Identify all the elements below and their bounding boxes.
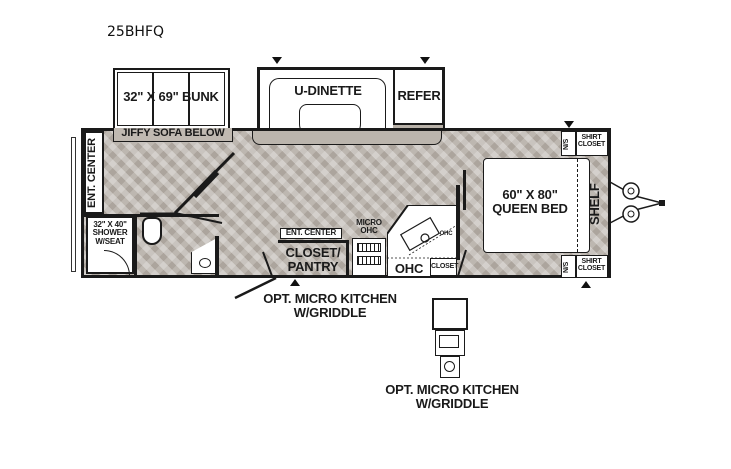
refer-label: REFER [397,88,441,103]
shirt-closet-bottom: SHIRT CLOSET [576,255,608,278]
opt-micro-kitchen-drawing [432,298,468,380]
bunk-cushion [153,72,189,126]
griddle-plate [439,335,459,348]
micro-kitchen-burner [440,356,460,378]
ent-center-kitchen-label: ENT. CENTER [285,228,337,237]
refer: REFER [393,70,443,125]
ent-center-left-label: ENT. CENTER [86,138,98,208]
micro-ohc-label-line2: OHC [360,226,378,236]
dinette-slideout: U-DINETTE REFER [257,67,445,142]
queen-bed: 60" X 80" QUEEN BED [483,158,590,253]
door-marker-icon [290,279,300,286]
window-marker-icon [272,57,282,64]
queen-bed-type: QUEEN BED [492,200,568,216]
shelf-divider [577,159,578,252]
ns-bottom-label: N/S [563,261,570,273]
dinette-slide-floor [252,131,442,145]
shirt-closet-top-label: SHIRT CLOSET [577,134,606,149]
shower-label: 32" X 40" SHOWER W/SEAT [92,220,128,246]
opt-micro-kitchen-line1: OPT. MICRO KITCHEN [263,291,397,306]
closet-pantry-label: CLOSET/ PANTRY [280,246,346,273]
opt-micro-kitchen-line2: W/GRIDDLE [293,304,367,320]
rear-bumper [71,137,76,272]
kitchen-sink [387,205,458,277]
jiffy-sofa-label: JIFFY SOFA BELOW [121,127,225,139]
shower-door-swing [104,250,130,276]
burner-icon [357,256,381,265]
closet-small-label: CLOSET [431,263,459,270]
sink-icon [199,258,211,268]
ent-center-kitchen: ENT. CENTER [280,228,342,239]
nightstand-top: N/S [561,131,576,156]
bunk-cushion [117,72,153,126]
micro-kitchen-griddle [435,330,465,356]
shower: 32" X 40" SHOWER W/SEAT [86,216,134,276]
micro-ohc-label-line1: MICRO [356,218,382,227]
closet-small: CLOSET [430,258,459,276]
burner-icon [444,361,455,372]
ohc-main-label: OHC [394,261,424,276]
wall [346,240,349,277]
bunk-slideout: 32" X 69" BUNK [113,68,230,130]
burner-icon [357,243,381,252]
opt-micro-kitchen-callout: OPT. MICRO KITCHEN W/GRIDDLE [250,292,410,319]
queen-bed-label: 60" X 80" QUEEN BED [484,188,576,215]
u-dinette-label: U-DINETTE [294,83,362,98]
dinette-bench [269,78,386,136]
shirt-closet-top: SHIRT CLOSET [576,131,608,156]
bathroom-door-walls [140,151,236,224]
shelf-label: SHELF [587,183,602,225]
wall [134,214,137,276]
stove [352,238,386,276]
wall [215,236,219,276]
floorplan-title: 25BHFQ [107,24,165,40]
wall [463,170,466,210]
shirt-closet-bottom-label: SHIRT CLOSET [577,258,606,273]
closet-pantry-label-line1: CLOSET/ [285,245,341,260]
nightstand-bottom: N/S [561,255,576,278]
wall [456,185,460,260]
hitch-tongue-icon [609,181,665,224]
bunk-cushion [189,72,225,126]
ns-top-label: N/S [563,138,570,150]
closet-pantry-label-line2: PANTRY [287,258,339,274]
ent-center-left: ENT. CENTER [84,131,104,214]
bunk-label: 32" X 69" BUNK [123,89,219,104]
opt-micro-kitchen-detail-line1: OPT. MICRO KITCHEN [385,382,519,397]
micro-kitchen-cabinet [432,298,468,330]
ohc-small-label: OHC [439,231,453,237]
wall [278,240,348,243]
window-marker-icon [564,121,574,128]
opt-micro-kitchen-detail-line2: W/GRIDDLE [415,395,489,411]
opt-micro-kitchen-detail-label: OPT. MICRO KITCHEN W/GRIDDLE [372,383,532,410]
window-marker-icon [420,57,430,64]
door-marker-icon [581,281,591,288]
micro-ohc-label: MICRO OHC [352,218,386,236]
toilet-icon [142,217,162,245]
door-swings [234,249,467,300]
jiffy-sofa: JIFFY SOFA BELOW [113,127,233,142]
queen-bed-size: 60" X 80" [502,187,558,202]
